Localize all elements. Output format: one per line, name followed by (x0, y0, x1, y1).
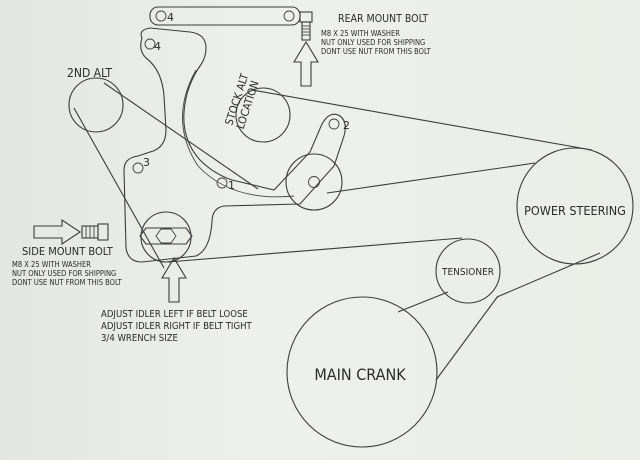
belt-crank-right (435, 295, 499, 381)
main-crank-pulley (286, 296, 438, 448)
belt-alt-to-idler (73, 107, 165, 269)
hole-1-center (216, 177, 228, 189)
side-bolt-arrow-right-icon (33, 218, 81, 246)
second-alt-label: 2ND ALT (67, 66, 112, 80)
stock-alt-pulley (235, 87, 291, 143)
side-bolt-icon (81, 223, 109, 241)
bracket-holes: 4 2 3 1 (132, 38, 350, 192)
idler-pulley-upper (285, 153, 343, 211)
rear-bolt-spec: M8 X 25 WITH WASHER (321, 29, 400, 38)
side-mount-bolt-title: SIDE MOUNT BOLT (22, 245, 114, 258)
side-bolt-spec: M8 X 25 WITH WASHER (12, 260, 91, 269)
rear-bolt-shank (301, 21, 311, 41)
idler-pulley-upper-hub (308, 176, 320, 188)
belt-alt-to-stockalt (103, 82, 259, 190)
side-bolt-head (97, 223, 109, 241)
power-steering-pulley (516, 147, 634, 265)
hole-number-2: 2 (343, 119, 350, 132)
rear-bolt-note-2: DONT USE NUT FROM THIS BOLT (321, 47, 432, 56)
side-bolt-note-2: DONT USE NUT FROM THIS BOLT (12, 278, 123, 287)
idler-bolt-hex (139, 227, 193, 245)
rear-mount-bolt-group: REAR MOUNT BOLT M8 X 25 WITH WASHER NUT … (293, 11, 432, 87)
tensioner-label: TENSIONER (441, 267, 494, 278)
hole-number-3: 3 (143, 156, 150, 169)
mounting-bracket (123, 27, 346, 263)
rear-bolt-icon (299, 11, 313, 41)
hole-2-pivot (328, 118, 340, 130)
adjust-instructions: ADJUST IDLER LEFT IF BELT LOOSE ADJUST I… (101, 309, 253, 344)
rear-bolt-arrow-up-icon (293, 40, 319, 87)
stock-alt-location-label: STOCK ALT LOCATION (222, 71, 261, 130)
serpentine-belt (73, 82, 601, 381)
hole-4-bracket (144, 38, 156, 50)
tensioner-pulley (435, 238, 501, 304)
hole-number-4-bracket: 4 (154, 40, 161, 53)
power-steering-label: POWER STEERING (524, 203, 626, 218)
adjust-note-1: ADJUST IDLER LEFT IF BELT LOOSE (101, 309, 248, 320)
pulleys (68, 77, 634, 448)
strap-hole-left (155, 10, 167, 22)
strap-hole-right (283, 10, 295, 22)
hole-3-upper-left (132, 162, 144, 174)
strap-hole-number: 4 (167, 11, 174, 24)
rear-mount-bolt-title: REAR MOUNT BOLT (338, 13, 428, 25)
second-alt-pulley (68, 77, 124, 133)
adjust-note-3: 3/4 WRENCH SIZE (101, 333, 178, 344)
belt-idler2-to-ps (326, 162, 536, 194)
adjust-arrow-up-icon (161, 256, 187, 303)
belt-idler-to-tensioner (167, 237, 463, 263)
hole-number-1: 1 (228, 179, 235, 192)
main-crank-label: MAIN CRANK (314, 365, 406, 384)
adjustable-idler-pulley (140, 211, 192, 263)
side-mount-bolt-group: SIDE MOUNT BOLT M8 X 25 WITH WASHER NUT … (12, 218, 193, 287)
rear-bolt-head (299, 11, 313, 23)
bracket-outline (123, 27, 346, 263)
belt-ps-to-tensioner (496, 252, 601, 298)
belt-tensioner-to-crank (397, 291, 449, 313)
side-bolt-note-1: NUT ONLY USED FOR SHIPPING (12, 269, 116, 278)
stock-alt-location-arc (182, 69, 295, 198)
adjust-note-2: ADJUST IDLER RIGHT IF BELT TIGHT (101, 321, 253, 332)
belt-stockalt-to-ps-top (251, 89, 593, 151)
adjustment-strap: 4 (149, 6, 301, 26)
rear-bolt-note-1: NUT ONLY USED FOR SHIPPING (321, 38, 425, 47)
